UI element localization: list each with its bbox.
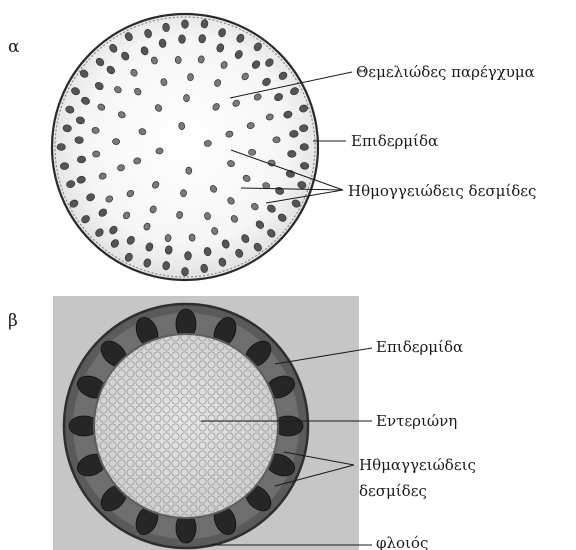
label-pith: Εντεριώνη — [376, 412, 457, 430]
label-vascular-bundles-a: Ηθμογγειώδεις δεσμίδες — [348, 182, 536, 200]
vascular-bundle — [57, 144, 65, 151]
monocot-stem-drawing — [52, 14, 318, 280]
panel-b: β Επιδερμίδα Εντεριώνη Ηθμαγγειώδεις δεσ… — [8, 296, 476, 550]
vascular-bundle — [184, 251, 191, 260]
vascular-bundle — [204, 140, 212, 147]
vascular-bundle — [185, 167, 192, 175]
vascular-bundle — [187, 73, 194, 81]
vascular-bundle — [287, 150, 296, 157]
label-vascular-bundles-b-line2: δεσμίδες — [359, 482, 427, 500]
panel-a: α Θεμελιώδες παρέγχυμα Επιδερμίδα Ηθμογγ… — [8, 14, 536, 280]
vascular-bundle — [273, 136, 281, 143]
vascular-bundle — [176, 211, 183, 219]
label-cortex: φλοιός — [376, 534, 428, 550]
stem-a-section — [52, 14, 318, 280]
vascular-bundle — [182, 268, 189, 276]
vascular-bundle — [189, 234, 195, 242]
vascular-bundle — [155, 147, 163, 154]
panel-a-letter: α — [8, 37, 20, 57]
panel-b-letter: β — [8, 311, 18, 331]
vascular-bundle — [180, 189, 186, 196]
vascular-bundle — [75, 136, 84, 143]
label-epidermis-b: Επιδερμίδα — [376, 338, 463, 356]
vascular-bundle — [182, 20, 189, 28]
label-ground-tissue: Θεμελιώδες παρέγχυμα — [356, 63, 535, 81]
dicot-stem-micrograph — [53, 296, 359, 550]
vascular-bundle — [248, 149, 256, 156]
vascular-bundle — [112, 138, 120, 144]
vascular-bundle — [175, 56, 181, 64]
vascular-bundle — [178, 35, 185, 44]
label-epidermis-a: Επιδερμίδα — [351, 132, 438, 150]
label-vascular-bundles-b-line1: Ηθμαγγειώδεις — [359, 456, 476, 474]
vascular-bundle — [92, 151, 100, 157]
vascular-bundle — [183, 94, 189, 101]
vascular-bundle — [178, 122, 185, 130]
vascular-bundle — [300, 144, 308, 151]
